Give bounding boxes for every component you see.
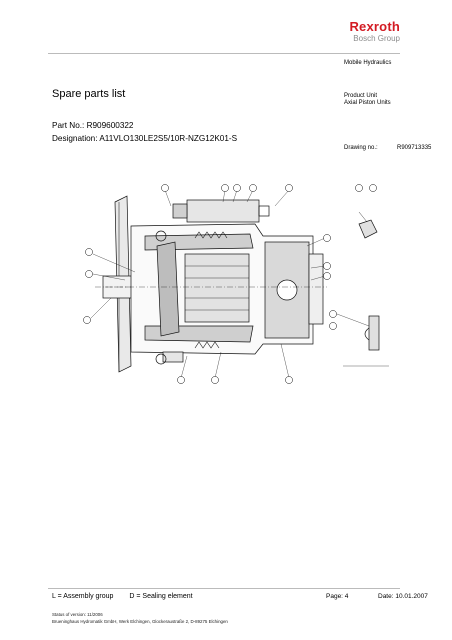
version-status: Status of version: 11/2006 [52, 612, 103, 617]
legend: L = Assembly group D = Sealing element [52, 593, 207, 600]
footer-divider [48, 588, 400, 589]
part-number: Part No.: R909600322 [52, 121, 134, 130]
legend-assembly-group: L = Assembly group [52, 593, 114, 600]
document-date: Date: 10.01.2007 [378, 593, 428, 600]
rexroth-logo: Rexroth Bosch Group [349, 19, 400, 44]
drawing-no-label: Drawing no.: [344, 145, 378, 151]
brand-group: Bosch Group [353, 34, 400, 43]
legend-sealing-element: D = Sealing element [129, 593, 193, 600]
page-number: Page: 4 [326, 593, 349, 600]
page-title: Spare parts list [52, 88, 126, 100]
brand-name: Rexroth [349, 19, 400, 34]
designation: Designation: A11VLO130LE2S5/10R-NZG12K01… [52, 134, 238, 143]
product-unit-label: Product Unit [344, 93, 378, 99]
company-address: Brueninghaus Hydromatik GmbH, Werk Elchi… [52, 619, 228, 624]
technical-drawing [83, 184, 389, 384]
product-unit-value: Axial Piston Units [344, 100, 391, 106]
header-divider [48, 53, 400, 54]
business-unit: Mobile Hydraulics [344, 60, 392, 66]
drawing-no-value: R909713335 [397, 145, 432, 151]
